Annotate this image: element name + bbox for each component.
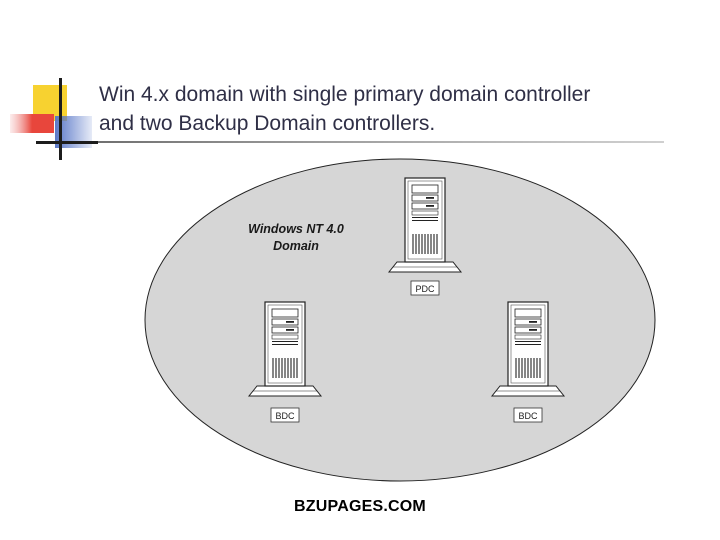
- domain-label-line1: Windows NT 4.0: [248, 222, 344, 236]
- server-label: BDC: [518, 411, 538, 421]
- server-bdc-left: BDC: [248, 301, 322, 423]
- accent-horizontal-rule: [36, 141, 98, 144]
- footer-watermark: BZUPAGES.COM: [294, 498, 426, 515]
- slide-title: Win 4.x domain with single primary domai…: [99, 80, 699, 138]
- domain-ellipse: [144, 158, 656, 482]
- accent-vertical-rule: [59, 78, 62, 160]
- server-pdc: PDC: [388, 177, 462, 296]
- title-underline: [98, 141, 664, 143]
- server-label: PDC: [415, 284, 435, 294]
- server-label-box: [270, 407, 300, 423]
- domain-label-line2: Domain: [273, 239, 319, 253]
- slide-title-line2: and two Backup Domain controllers.: [99, 112, 436, 135]
- accent-red-bar: [10, 114, 54, 133]
- server-label-box: [410, 280, 440, 296]
- slide-title-line1: Win 4.x domain with single primary domai…: [99, 83, 591, 106]
- server-bdc-right: BDC: [491, 301, 565, 423]
- server-label: BDC: [275, 411, 295, 421]
- server-label-box: [513, 407, 543, 423]
- corner-accent: [10, 78, 98, 160]
